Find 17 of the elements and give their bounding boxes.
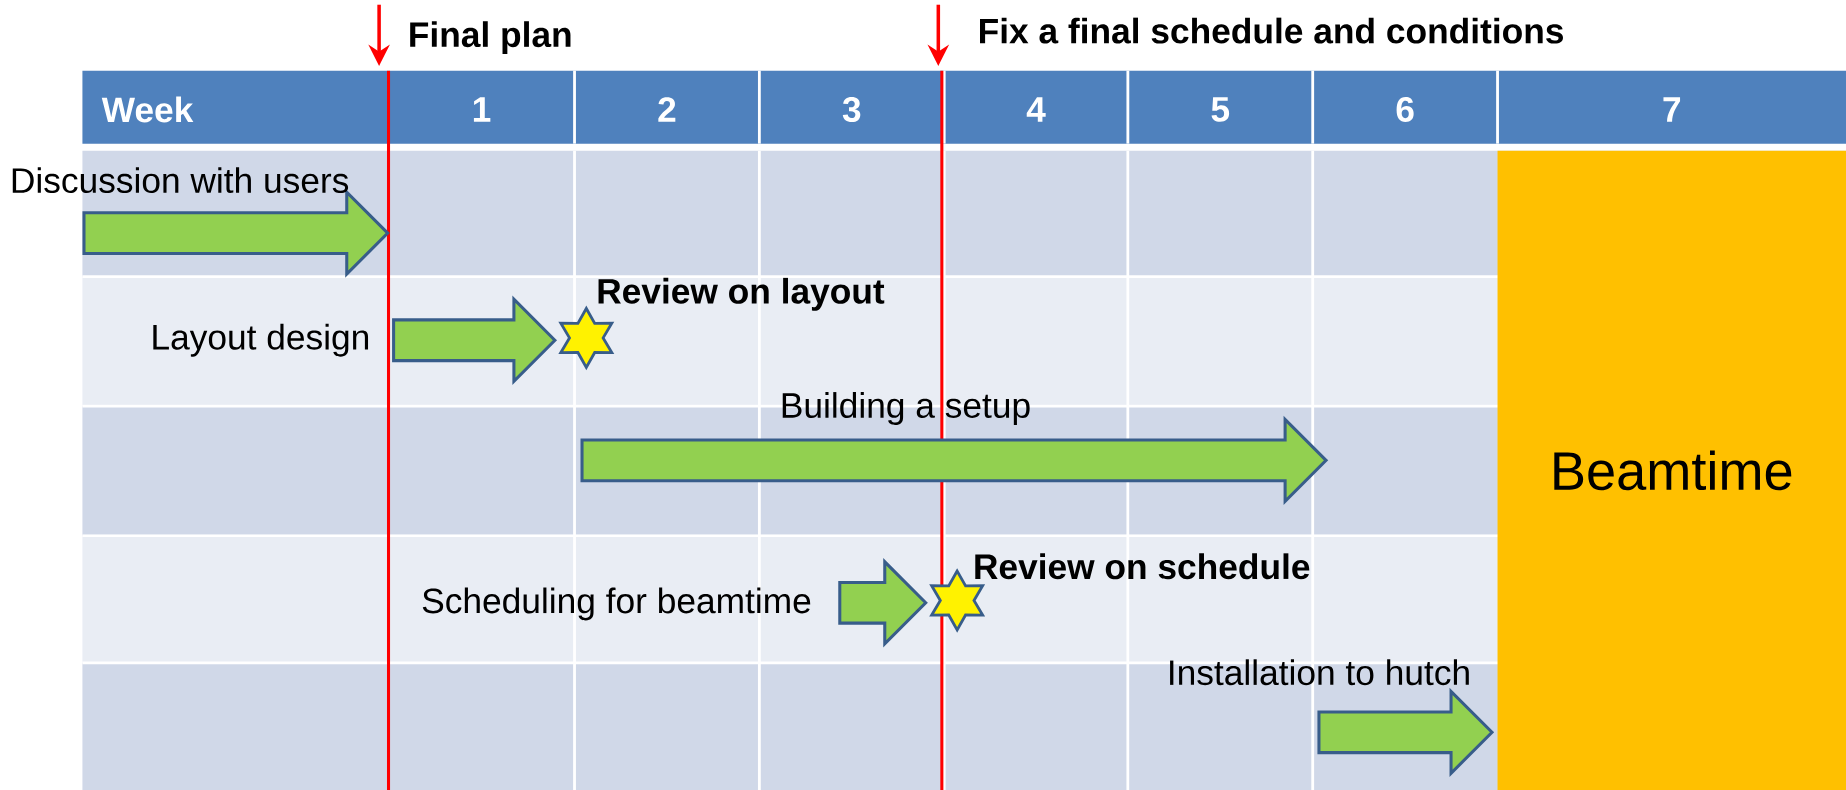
review-label: Review on schedule: [975, 553, 1310, 580]
week-number: 6: [1396, 97, 1414, 122]
beamtime-box: Beamtime: [1497, 150, 1846, 790]
week-number: 3: [842, 97, 861, 123]
milestone-label: Fix a final schedule and conditions: [980, 17, 1563, 44]
header-label: Week: [101, 96, 194, 123]
week-number: 4: [1026, 97, 1046, 122]
milestone-label: Final plan: [410, 21, 571, 55]
task-label: Installation to hutch: [1170, 659, 1469, 686]
task-label: Building a setup: [782, 392, 1030, 425]
week-number: 2: [658, 97, 676, 122]
task-label: Layout design: [153, 323, 369, 357]
week-number: 5: [1211, 97, 1230, 122]
task-label: Discussion with users: [12, 167, 349, 194]
task-label: Scheduling for beamtime: [422, 587, 811, 621]
review-label: Review on layout: [598, 277, 885, 311]
week-number: 1: [473, 97, 491, 122]
